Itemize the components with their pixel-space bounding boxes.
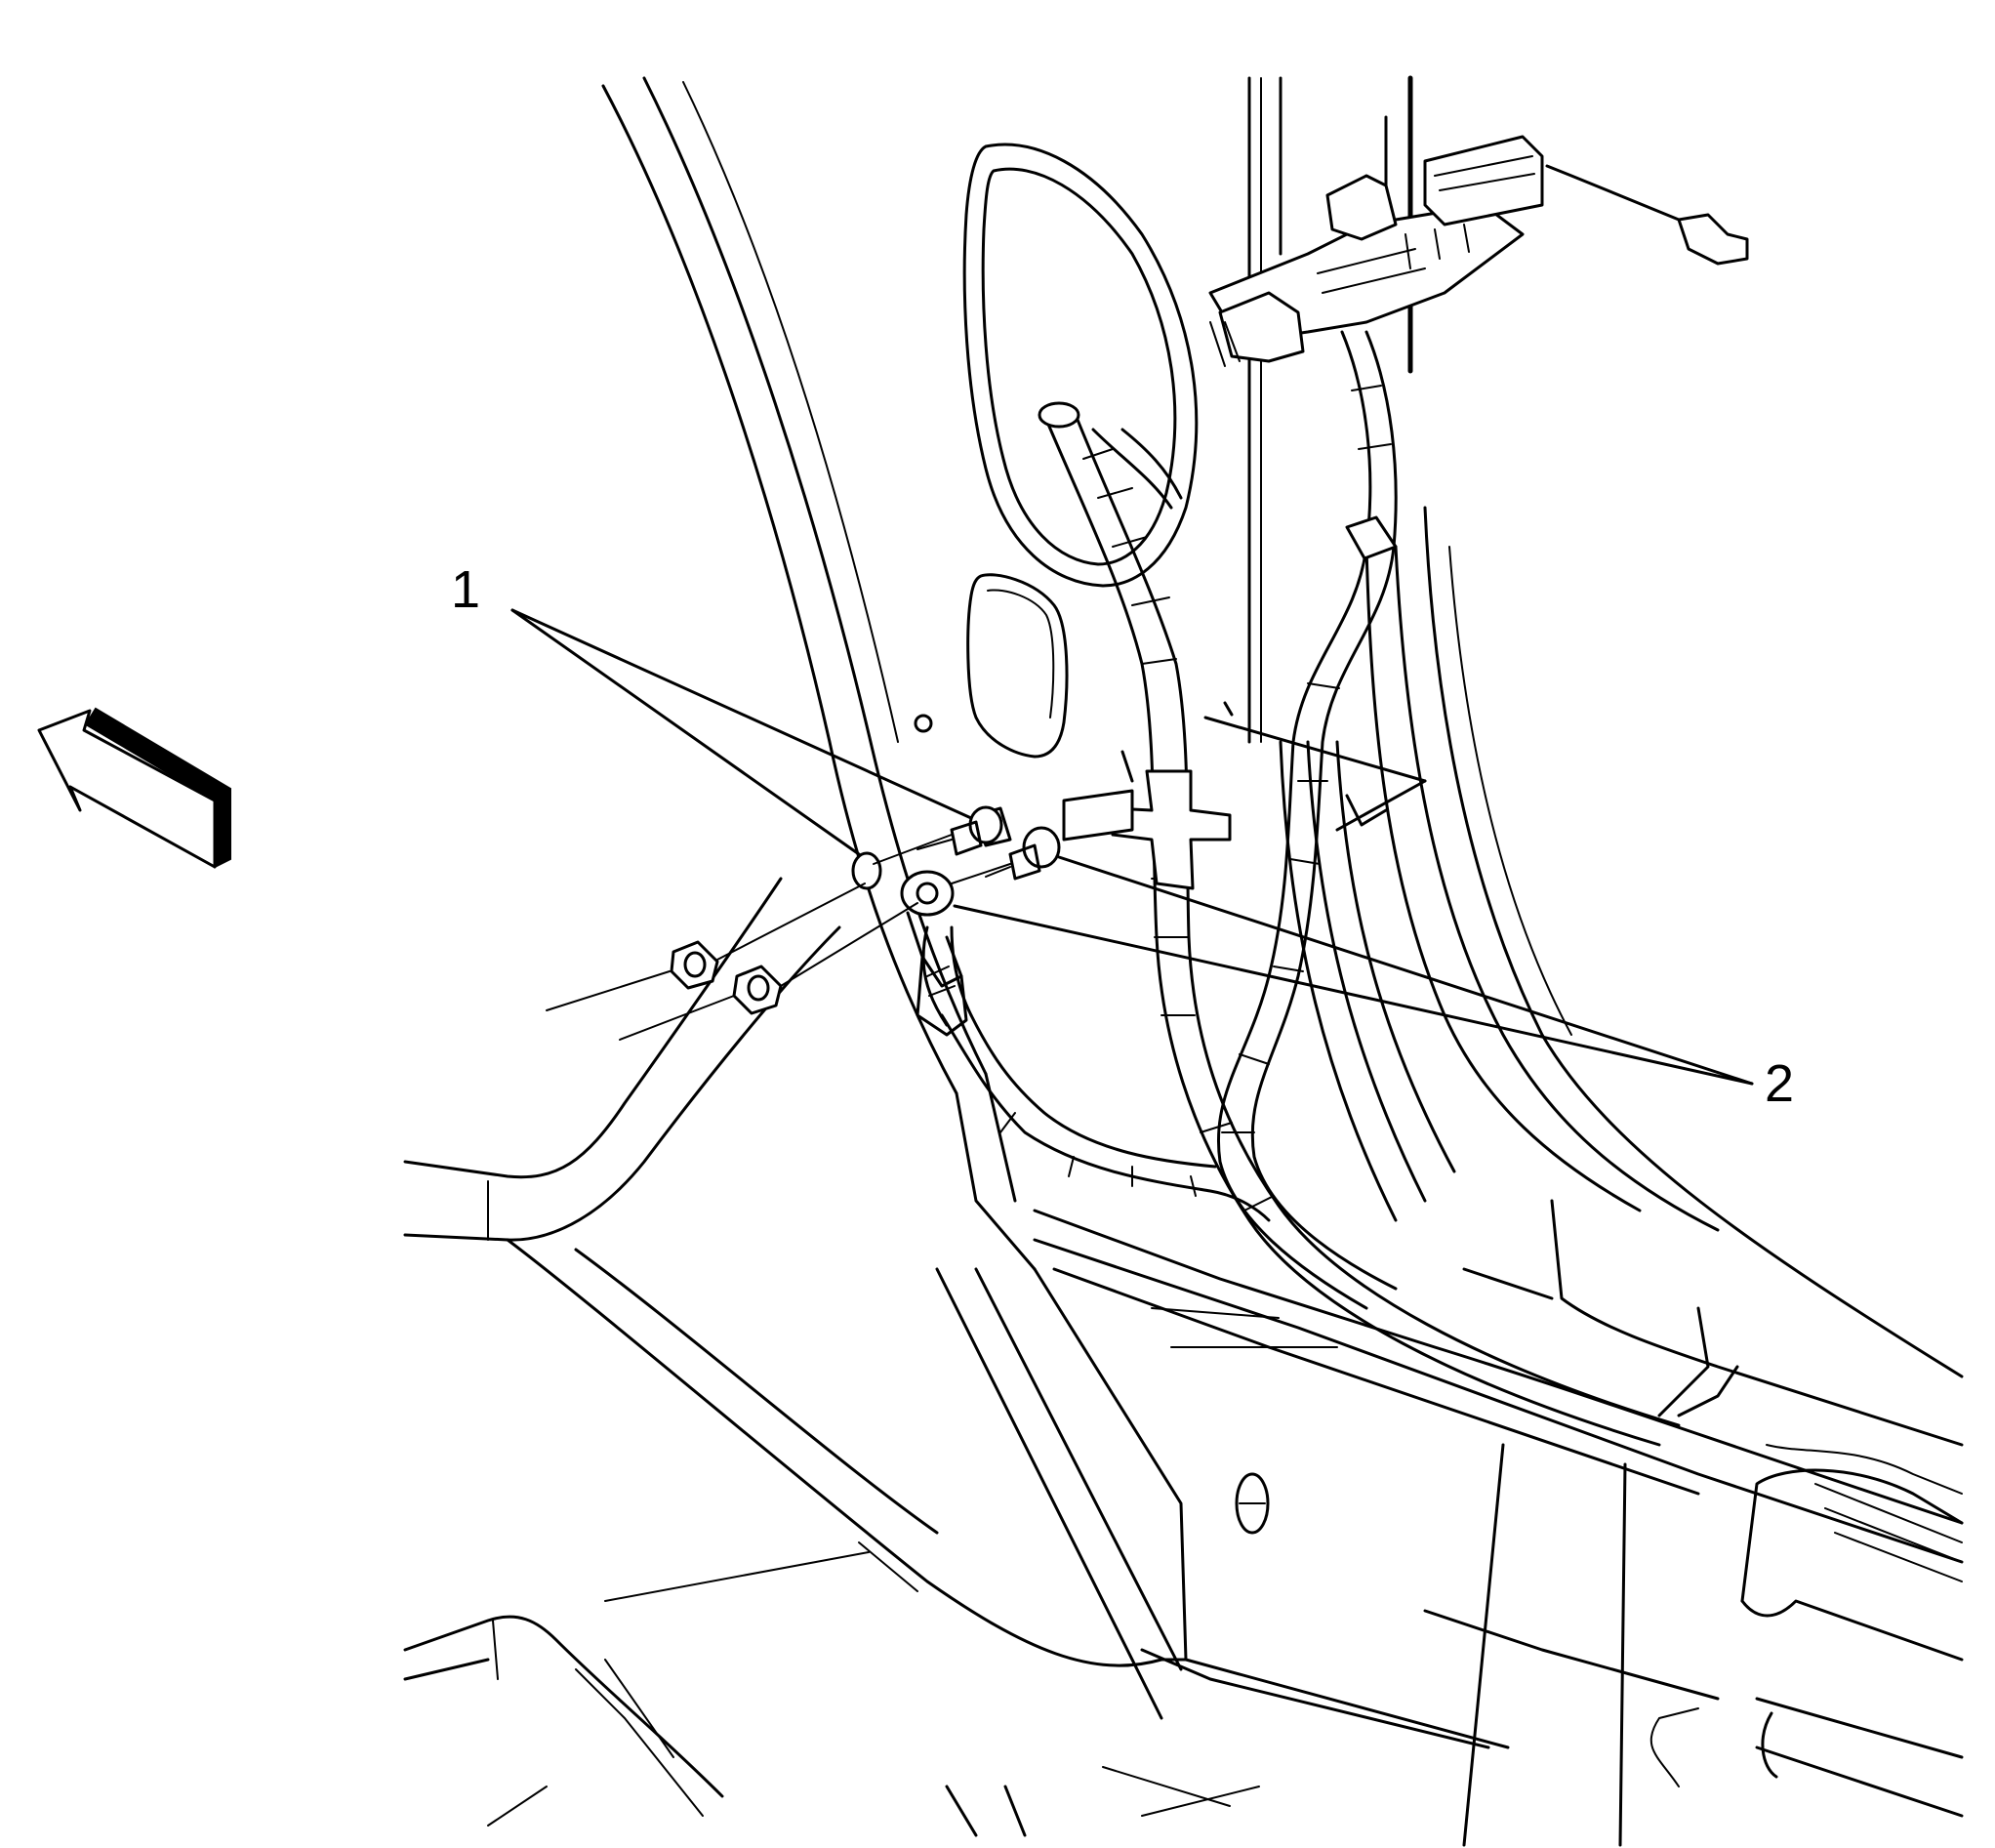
b-pillar: [1247, 75, 1964, 1378]
callout-1-label: 1: [451, 560, 480, 619]
bolt-upper: [916, 805, 1012, 856]
wiring-harness-right: [1217, 330, 1398, 1310]
electronic-module: [1208, 135, 1749, 367]
washer-ring: [851, 851, 882, 890]
exploded-view-lines: [546, 834, 1011, 1041]
callout-2-label: 2: [1765, 1054, 1794, 1113]
bolt-lower: [985, 826, 1061, 881]
ground-terminal: [900, 870, 968, 1037]
rocker-sill: [1033, 1199, 1964, 1847]
nut-upper: [670, 940, 719, 990]
callout-1: 1: [451, 560, 973, 856]
mounting-bracket: [1120, 701, 1427, 832]
floor-panel: [403, 877, 1260, 1837]
access-hole-oval: [962, 143, 1199, 588]
rocker-connector: [1649, 1444, 1964, 1818]
door-frame-pillar: [601, 76, 1510, 1749]
callout-2: 2: [953, 855, 1794, 1113]
wiring-harness-left: [1038, 401, 1681, 1447]
access-hole-square: [914, 573, 1069, 759]
direction-arrow-icon: [37, 707, 231, 869]
nut-lower: [732, 965, 783, 1015]
wiring-harness-pillar: [921, 925, 1271, 1222]
harness-clip: [1062, 769, 1232, 890]
